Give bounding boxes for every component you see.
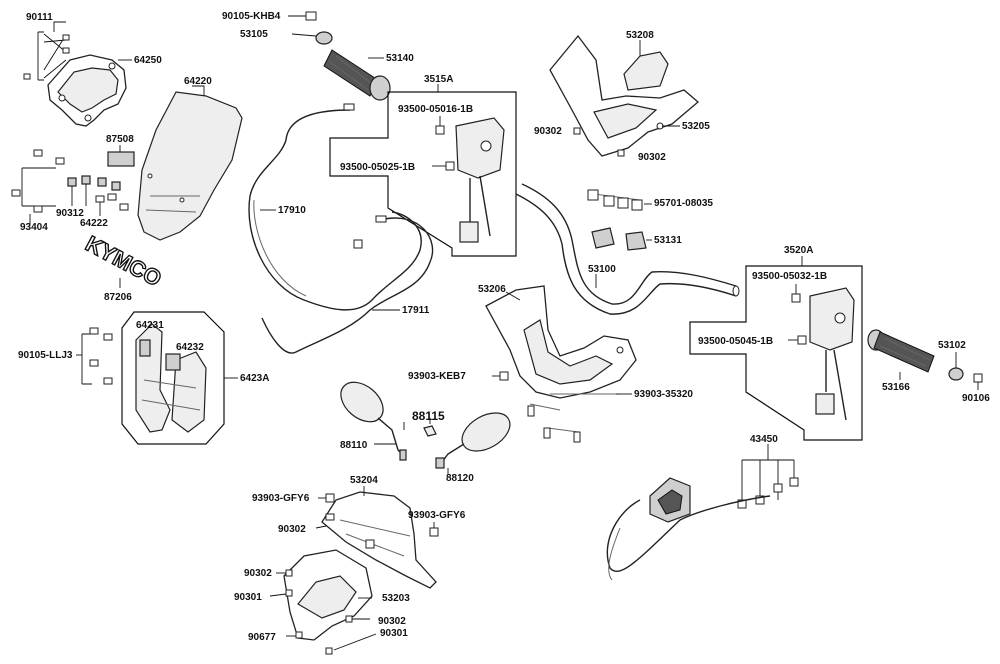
decal-87508 (107, 151, 135, 167)
label-53140: 53140 (386, 53, 414, 64)
label-90302-d: 90302 (244, 568, 272, 579)
handlebar-rear-cover-53206 (485, 285, 637, 399)
label-53208: 53208 (626, 30, 654, 41)
handlebar-holders-53131 (591, 227, 647, 251)
bolt-set-90111 (23, 31, 70, 81)
label-53105: 53105 (240, 29, 268, 40)
clip-93903-GFY6-a (318, 493, 335, 503)
screw-93500-05016-1B (435, 125, 445, 135)
label-93500-05025-1B: 93500-05025-1B (340, 162, 415, 173)
label-93404: 93404 (20, 222, 48, 233)
label-53204: 53204 (350, 475, 378, 486)
right-mirror-88120 (435, 412, 511, 469)
label-93903-35320: 93903-35320 (634, 389, 693, 400)
screw-93500-05025-1B (445, 161, 455, 171)
label-53206: 53206 (478, 284, 506, 295)
label-3515A: 3515A (424, 74, 453, 85)
screw-90302-a (573, 127, 581, 135)
label-6423A: 6423A (240, 373, 269, 384)
label-90302-b: 90302 (638, 152, 666, 163)
label-64232: 64232 (176, 342, 204, 353)
label-93500-05016-1B: 93500-05016-1B (398, 104, 473, 115)
grip-end-53102 (948, 352, 964, 381)
left-handlebar-switch (455, 117, 505, 243)
clips-93903-35320 (527, 393, 632, 443)
kymco-logo-text: KYMCO (82, 231, 166, 292)
label-90106: 90106 (962, 393, 990, 404)
label-93903-GFY6-b: 93903-GFY6 (408, 510, 466, 521)
label-87508: 87508 (106, 134, 134, 145)
label-43450: 43450 (750, 434, 778, 445)
screw-90105-KHB4 (288, 11, 317, 21)
washers-64222 (95, 193, 129, 216)
screw-90302-b (617, 149, 625, 157)
switch-kit-box-3520A (689, 265, 863, 441)
screws-90105-LLJ3 (81, 327, 113, 385)
windscreen-64220 (137, 91, 243, 241)
label-88115: 88115 (412, 409, 445, 423)
inner-cover-53203 (283, 549, 373, 655)
label-90302-a: 90302 (534, 126, 562, 137)
handlebar-53100 (515, 183, 740, 315)
right-grip-53166 (867, 329, 935, 373)
label-93903-GFY6-a: 93903-GFY6 (252, 493, 310, 504)
label-53131: 53131 (654, 235, 682, 246)
nuts-90312 (67, 175, 121, 206)
left-grip-53140 (323, 49, 391, 101)
screw-93500-05045-1B (797, 335, 807, 345)
label-53166: 53166 (882, 382, 910, 393)
grip-end-53105 (291, 31, 333, 45)
label-88110: 88110 (340, 440, 368, 451)
label-53203: 53203 (382, 593, 410, 604)
label-90105-KHB4: 90105-KHB4 (222, 11, 281, 22)
label-17910: 17910 (278, 205, 306, 216)
hand-guard-kit-6423A (121, 311, 225, 445)
handlebar-front-cover-53205 (549, 34, 700, 157)
label-93903-KEB7: 93903-KEB7 (408, 371, 466, 382)
label-64231: 64231 (136, 320, 164, 331)
meter-cover-53208 (623, 40, 669, 91)
label-90677: 90677 (248, 632, 276, 643)
label-90105-LLJ3: 90105-LLJ3 (18, 350, 73, 361)
kymco-decal-87206: KYMCO (81, 230, 166, 292)
label-64250: 64250 (134, 55, 162, 66)
right-handlebar-switch (809, 287, 855, 421)
label-93500-05032-1B: 93500-05032-1B (752, 271, 827, 282)
label-17911: 17911 (402, 305, 430, 316)
label-53102: 53102 (938, 340, 966, 351)
bolts-95701-08035 (587, 189, 643, 211)
left-mirror-88110 (340, 381, 407, 461)
cap-88115 (403, 418, 437, 437)
switch-kit-box-3515A (329, 91, 517, 257)
clip-93903-KEB7 (492, 371, 509, 381)
throttle-cable-17910 (248, 103, 422, 311)
label-90301-b: 90301 (380, 628, 408, 639)
label-90302-c: 90302 (278, 524, 306, 535)
screw-93500-05032-1B (791, 293, 801, 303)
throttle-cable-17911 (261, 215, 434, 354)
clip-93903-GFY6-b (429, 522, 439, 537)
label-64222: 64222 (80, 218, 108, 229)
label-87206: 87206 (104, 292, 132, 303)
label-93500-05045-1B: 93500-05045-1B (698, 336, 773, 347)
label-95701-08035: 95701-08035 (654, 198, 713, 209)
deflector-53204 (321, 491, 437, 589)
screws-93404 (11, 149, 65, 224)
label-90302-e: 90302 (378, 616, 406, 627)
label-64220: 64220 (184, 76, 212, 87)
wiring-harness-43450 (606, 459, 799, 581)
label-90301-a: 90301 (234, 592, 262, 603)
label-3520A: 3520A (784, 245, 813, 256)
label-88120: 88120 (446, 473, 474, 484)
label-53100: 53100 (588, 264, 616, 275)
screw-90106 (973, 373, 983, 390)
label-90312: 90312 (56, 208, 84, 219)
windshield-bracket-64250 (47, 54, 127, 127)
label-90111: 90111 (26, 12, 53, 23)
label-53205: 53205 (682, 121, 710, 132)
